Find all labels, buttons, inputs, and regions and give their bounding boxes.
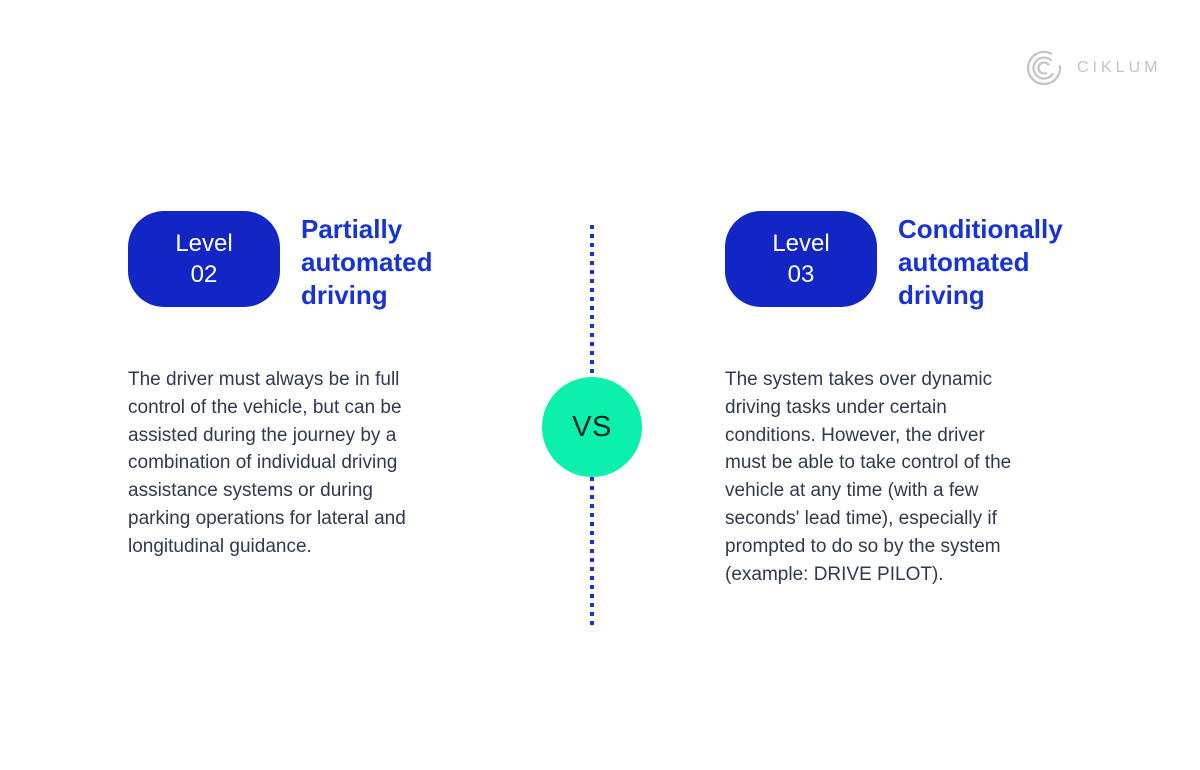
level-03-badge: Level 03 [725, 211, 877, 307]
ciklum-logo: CIKLUM [1024, 48, 1161, 88]
level-03-title: Conditionally automated driving [898, 214, 1063, 310]
level-02-card: Level 02 Partially automated driving The… [128, 211, 478, 561]
level-02-badge: Level 02 [128, 211, 280, 307]
level-03-card: Level 03 Conditionally automated driving… [725, 211, 1075, 588]
vs-badge: VS [542, 377, 642, 477]
ciklum-logo-wordmark: CIKLUM [1077, 59, 1162, 76]
level-02-description: The driver must always be in full contro… [128, 369, 406, 557]
level-03-description: The system takes over dynamic driving ta… [725, 369, 1012, 585]
level-03-header: Level 03 Conditionally automated driving [725, 211, 1075, 312]
ciklum-logo-icon [1024, 48, 1064, 88]
level-02-header: Level 02 Partially automated driving [128, 211, 478, 312]
level-02-title: Partially automated driving [301, 214, 433, 310]
